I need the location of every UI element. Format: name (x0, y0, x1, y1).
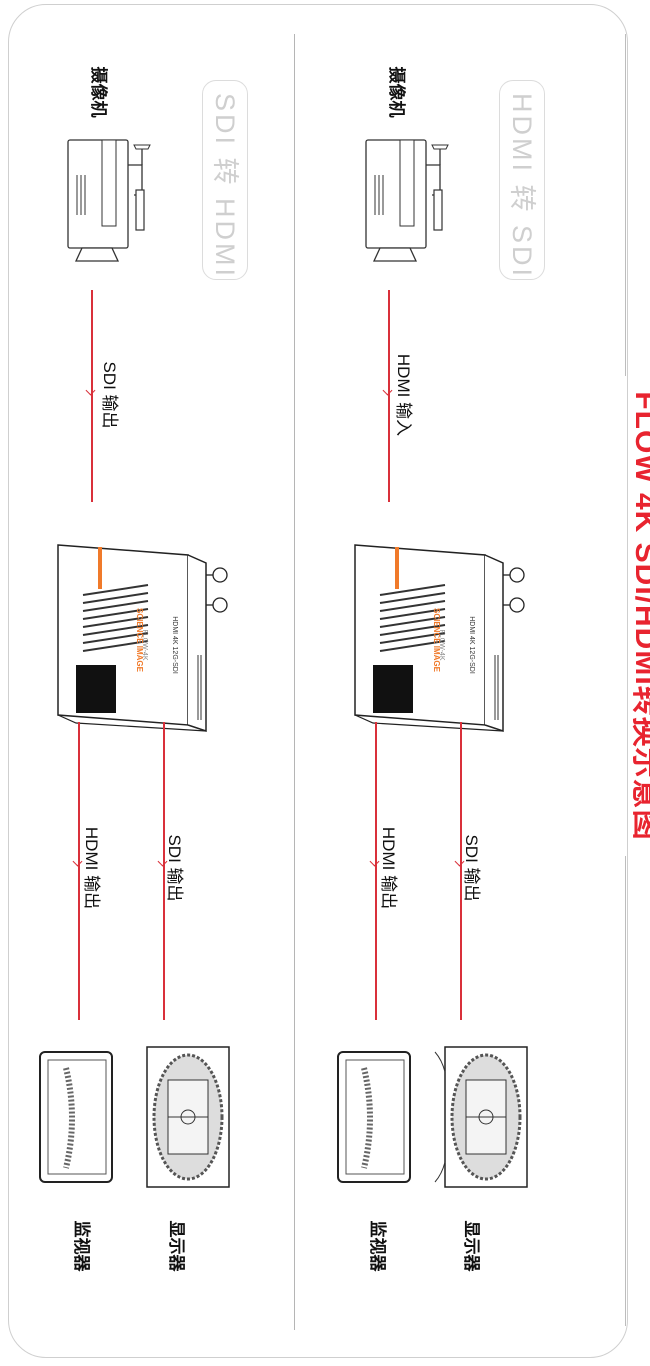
device-ports: HDMI 4K 12G-SDI (468, 616, 475, 674)
display-a-label: 显示器 (167, 1220, 186, 1272)
camera-icon (365, 139, 449, 262)
monitor-icon (39, 1051, 113, 1183)
source-label: 摄像机 (89, 66, 108, 118)
stadium-display-icon (146, 1046, 230, 1188)
title-rule-bottom (625, 856, 626, 1326)
device-model: FLOW-4K (438, 629, 445, 661)
monitor-icon (337, 1051, 411, 1183)
converter-device-icon (57, 544, 228, 733)
signal-line-output-a (163, 722, 165, 1020)
source-label: 摄像机 (387, 66, 406, 118)
signal-line-input (388, 290, 390, 502)
device-ports: HDMI 4K 12G-SDI (171, 616, 178, 674)
stadium-display-icon (434, 1046, 528, 1188)
output-a-label: SDI 输出 (165, 834, 184, 902)
signal-line-output-a (460, 722, 462, 1020)
converter-device-icon (354, 544, 525, 733)
output-b-label: HDMI 输出 (82, 826, 101, 910)
display-a-label: 显示器 (462, 1220, 481, 1272)
title-rule-top (625, 34, 626, 376)
signal-line-output-b (375, 722, 377, 1020)
input-label: SDI 输出 (100, 361, 119, 429)
display-b-label: 监视器 (368, 1220, 387, 1272)
signal-line-output-b (78, 722, 80, 1020)
mode-badge-sdi-to-hdmi: SDI 转 HDMI (202, 80, 248, 280)
display-b-label: 监视器 (72, 1220, 91, 1272)
input-label: HDMI 输入 (394, 353, 413, 437)
camera-icon (67, 139, 151, 262)
panel-divider (294, 34, 295, 1330)
output-a-label: SDI 输出 (462, 834, 481, 902)
output-b-label: HDMI 输出 (379, 826, 398, 910)
diagram-title: FLOW 4K SDI/HDMI转换示意图 (629, 391, 650, 841)
mode-badge-hdmi-to-sdi: HDMI 转 SDI (499, 80, 545, 280)
signal-line-input (91, 290, 93, 502)
device-model: FLOW-4K (141, 629, 148, 661)
